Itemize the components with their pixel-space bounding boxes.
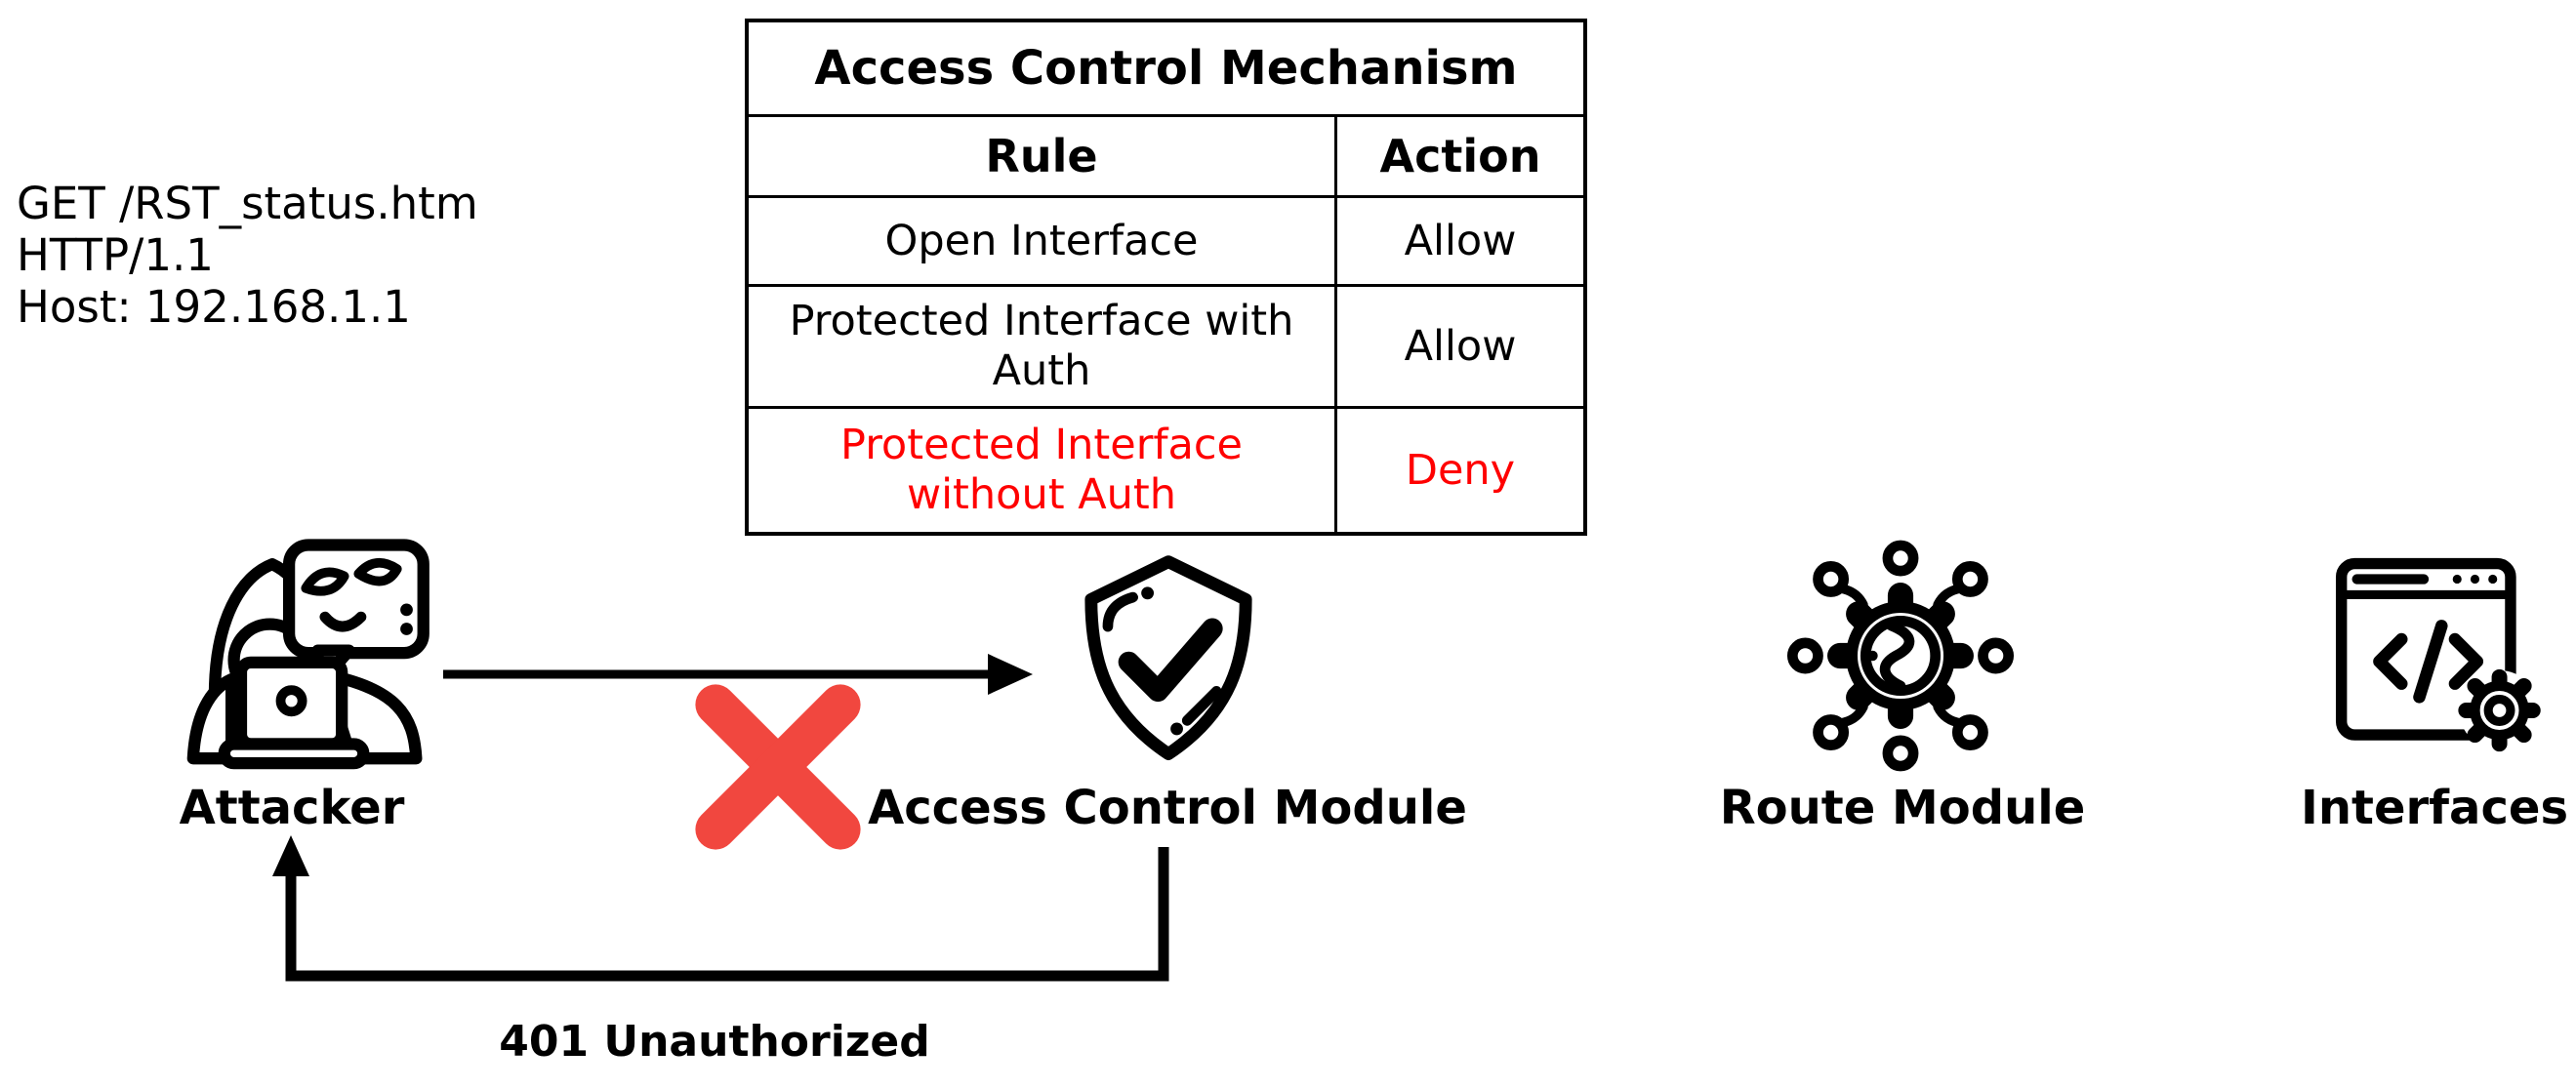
rule-cell: Protected Interface with Auth	[789, 297, 1294, 395]
table-row: Protected Interface with Auth Allow	[749, 284, 1583, 406]
column-header-action: Action	[1334, 117, 1583, 195]
access-control-table: Access Control Mechanism Rule Action Ope…	[745, 19, 1587, 536]
request-line-2: HTTP/1.1	[17, 229, 214, 281]
table-title: Access Control Mechanism	[814, 41, 1518, 96]
red-cross-icon	[695, 684, 861, 850]
action-cell: Allow	[1334, 287, 1583, 406]
browser-code-gear-icon	[2335, 557, 2541, 752]
route-module-label: Route Module	[1719, 781, 2086, 835]
table-row: Protected Interface without Auth Deny	[749, 406, 1583, 532]
hacker-laptop-icon	[186, 539, 429, 770]
rule-cell: Open Interface	[884, 216, 1199, 265]
action-cell-denied: Deny	[1334, 409, 1583, 532]
request-line-1: GET /RST_status.htm	[17, 178, 478, 229]
column-header-rule: Rule	[985, 129, 1098, 182]
access-control-module-label: Access Control Module	[868, 781, 1467, 835]
shield-check-icon	[1084, 555, 1252, 760]
table-header-row: Rule Action	[749, 114, 1583, 195]
rule-cell-denied: Protected Interface without Auth	[840, 421, 1243, 519]
gear-network-icon	[1786, 540, 2015, 772]
response-status-label: 401 Unauthorized	[499, 1017, 930, 1067]
request-line-3: Host: 192.168.1.1	[17, 281, 411, 333]
attacker-label: Attacker	[179, 781, 405, 835]
table-row: Open Interface Allow	[749, 195, 1583, 284]
interfaces-label: Interfaces	[2300, 781, 2569, 835]
action-cell: Allow	[1334, 198, 1583, 284]
